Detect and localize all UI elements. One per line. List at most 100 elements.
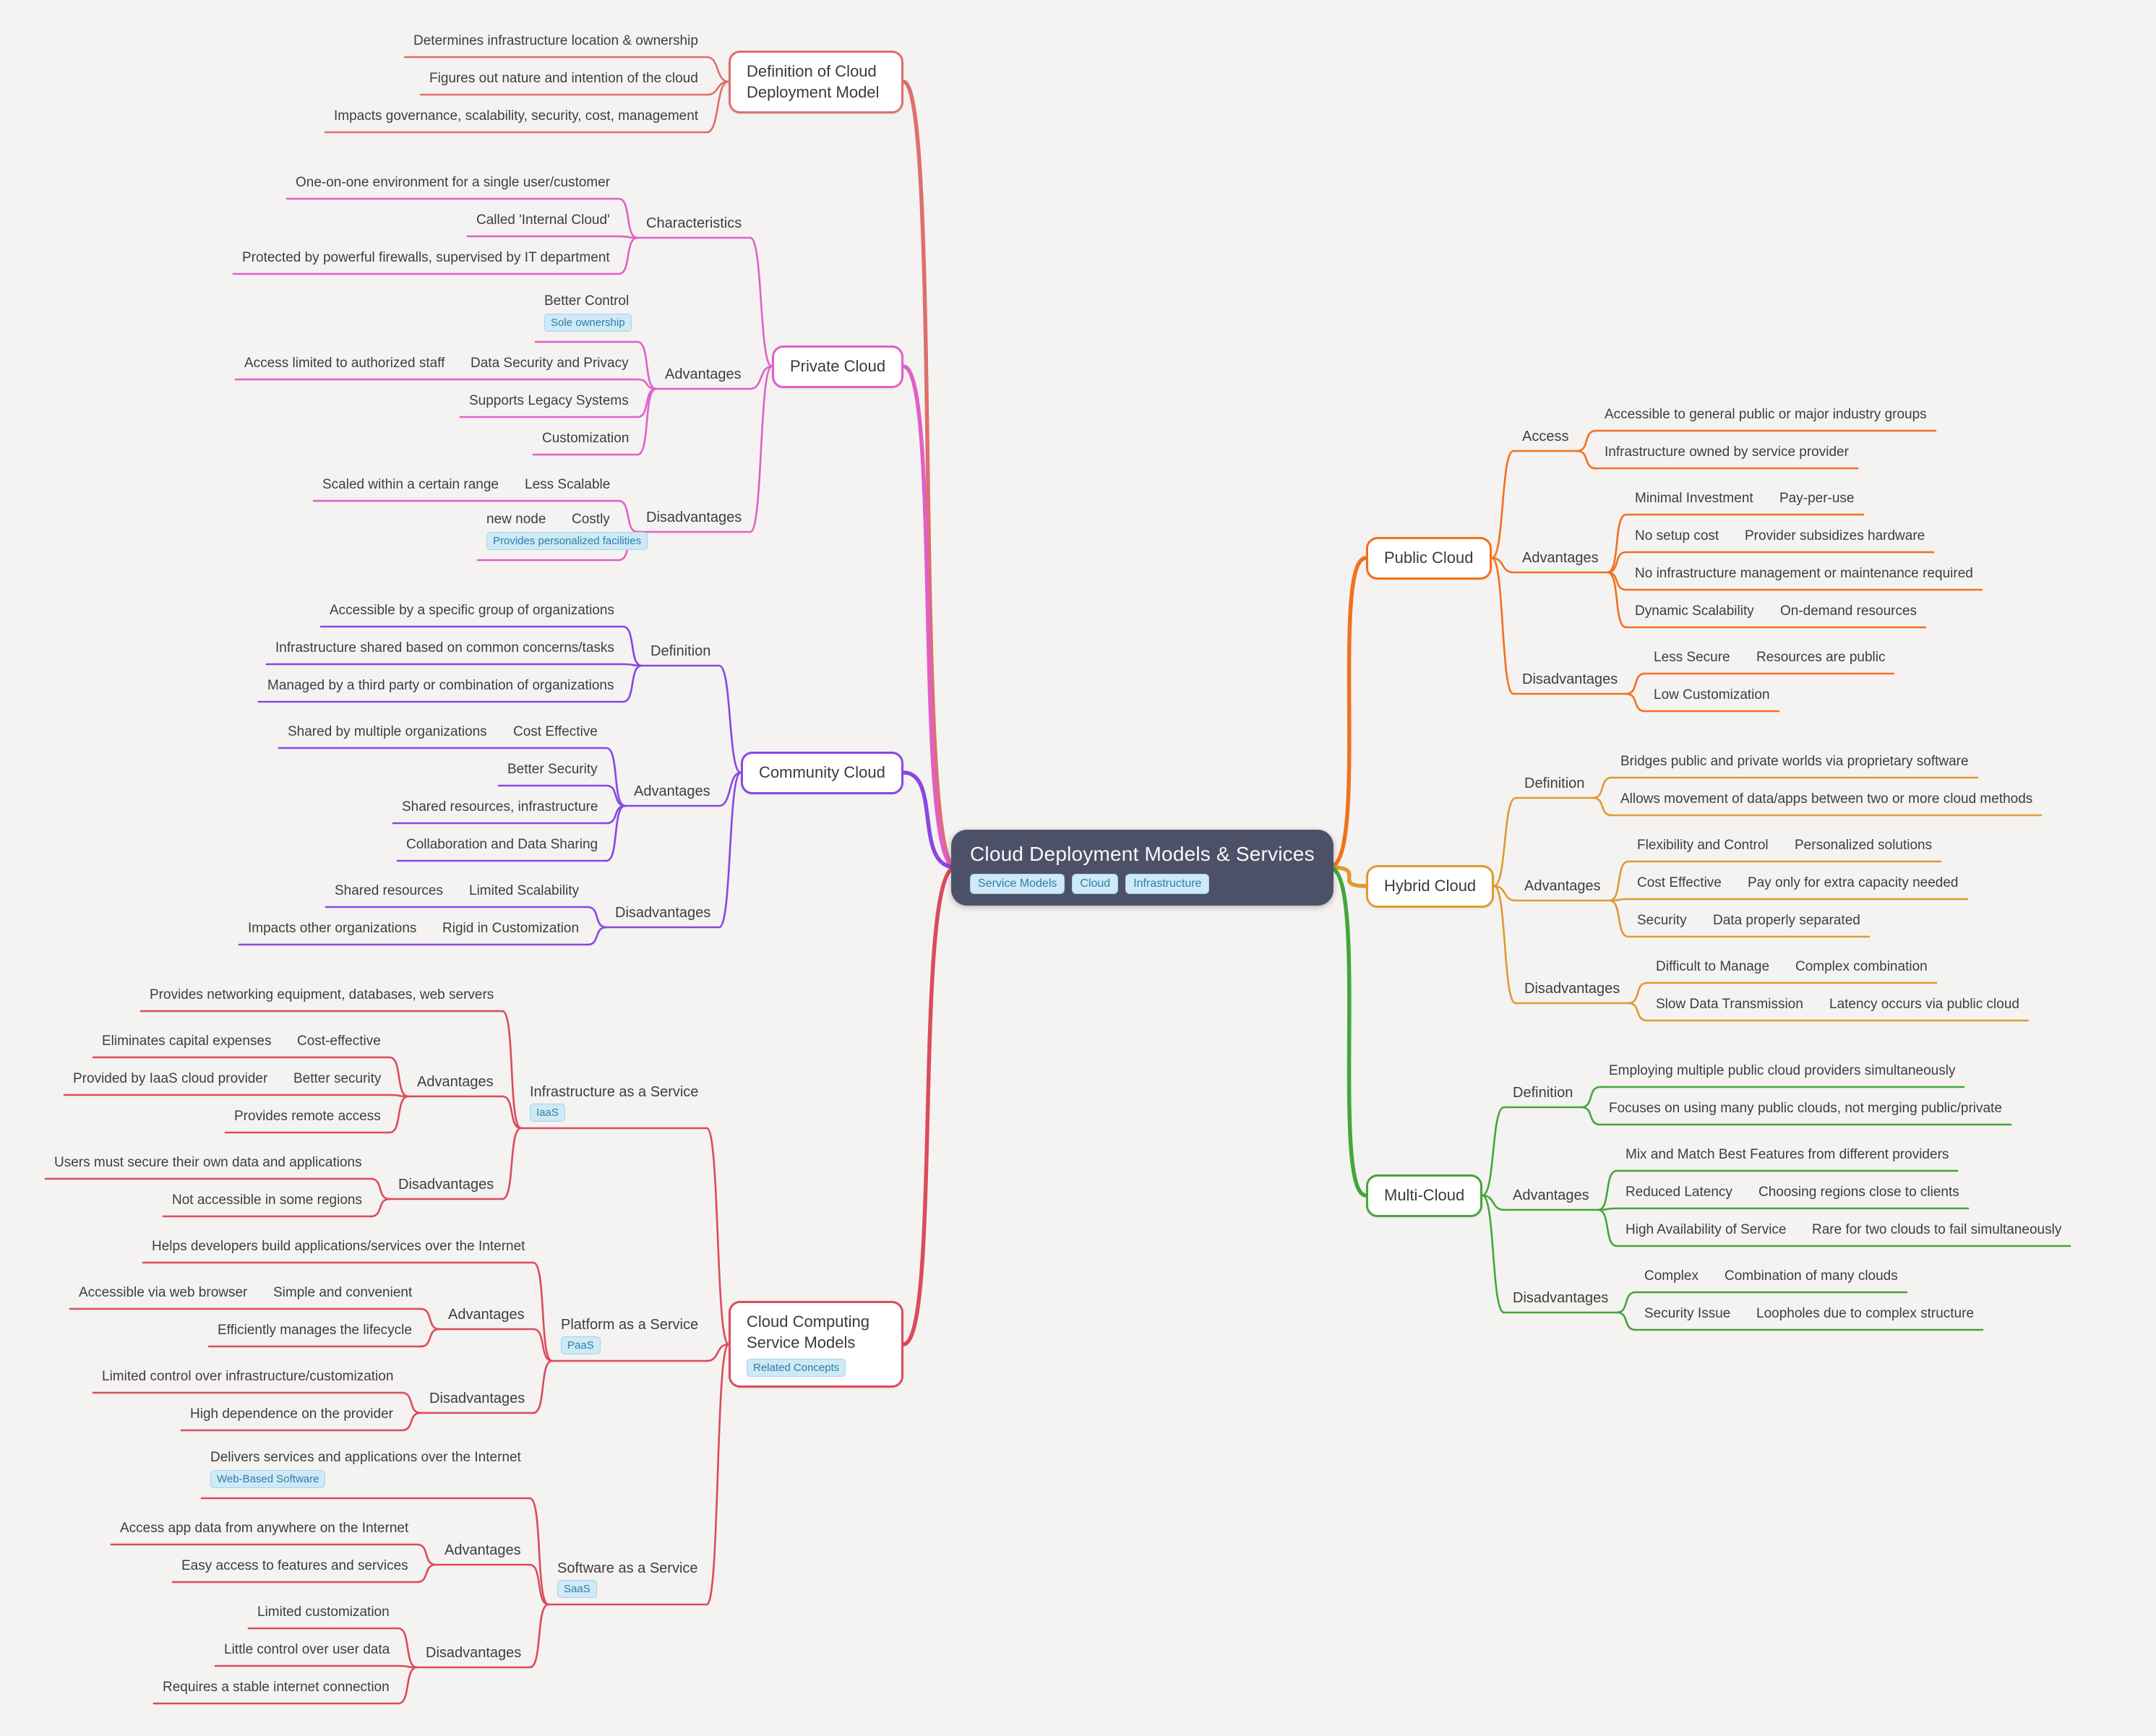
leaf-label[interactable]: Not accessible in some regions: [172, 1193, 362, 1208]
leaf-label[interactable]: Accessible to general public or major in…: [1605, 407, 1927, 422]
group-label[interactable]: Software as a Service: [557, 1560, 698, 1576]
leaf-detail[interactable]: Combination of many clouds: [1725, 1268, 1898, 1284]
leaf-label[interactable]: Provides networking equipment, databases…: [150, 987, 494, 1002]
leaf-detail[interactable]: Scaled within a certain range: [322, 477, 499, 492]
group-label[interactable]: Definition: [650, 643, 711, 659]
leaf-label[interactable]: Easy access to features and services: [181, 1558, 408, 1573]
leaf-label[interactable]: Limited customization: [257, 1604, 390, 1620]
leaf-label[interactable]: Infrastructure shared based on common co…: [275, 640, 614, 656]
leaf-label[interactable]: Rigid in Customization: [442, 921, 580, 936]
group-label[interactable]: Disadvantages: [1513, 1290, 1609, 1306]
leaf-label[interactable]: Difficult to Manage: [1656, 959, 1770, 974]
group-label[interactable]: Platform as a Service: [561, 1317, 699, 1333]
leaf-label[interactable]: Security Issue: [1644, 1306, 1731, 1321]
branch-node[interactable]: Community Cloud: [741, 752, 903, 794]
leaf-label[interactable]: Access app data from anywhere on the Int…: [120, 1521, 409, 1536]
leaf-label[interactable]: Flexibility and Control: [1637, 838, 1769, 853]
leaf-detail[interactable]: Provider subsidizes hardware: [1745, 528, 1925, 543]
leaf-detail[interactable]: Personalized solutions: [1795, 838, 1933, 853]
leaf-detail[interactable]: Resources are public: [1756, 650, 1886, 665]
leaf-label[interactable]: Better Control: [544, 293, 630, 309]
leaf-detail[interactable]: Accessible via web browser: [79, 1285, 248, 1300]
leaf-detail[interactable]: new node: [486, 512, 546, 527]
leaf-label[interactable]: Cost-effective: [297, 1034, 381, 1049]
leaf-label[interactable]: Reduced Latency: [1625, 1185, 1732, 1200]
leaf-label[interactable]: Less Scalable: [525, 477, 611, 492]
group-label[interactable]: Infrastructure as a Service: [530, 1084, 699, 1100]
group-label[interactable]: Disadvantages: [429, 1391, 525, 1406]
group-label[interactable]: Advantages: [417, 1074, 494, 1090]
group-label[interactable]: Definition: [1524, 775, 1585, 791]
leaf-label[interactable]: Impacts governance, scalability, securit…: [334, 108, 699, 124]
leaf-detail[interactable]: Shared resources: [335, 883, 443, 898]
leaf-label[interactable]: Complex: [1644, 1268, 1698, 1284]
group-label[interactable]: Advantages: [1513, 1187, 1589, 1203]
leaf-label[interactable]: Minimal Investment: [1635, 491, 1753, 506]
group-label[interactable]: Access: [1522, 429, 1569, 444]
leaf-label[interactable]: Cost Effective: [1637, 875, 1722, 890]
group-label[interactable]: Disadvantages: [1524, 981, 1620, 997]
leaf-label[interactable]: Shared resources, infrastructure: [402, 799, 598, 815]
branch-node[interactable]: Multi-Cloud: [1366, 1174, 1483, 1217]
branch-node[interactable]: Private Cloud: [772, 345, 904, 388]
group-label[interactable]: Advantages: [448, 1307, 525, 1323]
leaf-label[interactable]: Better Security: [507, 762, 598, 777]
leaf-label[interactable]: One-on-one environment for a single user…: [296, 175, 611, 190]
leaf-detail[interactable]: Impacts other organizations: [248, 921, 417, 936]
leaf-label[interactable]: Less Secure: [1654, 650, 1730, 665]
leaf-label[interactable]: High dependence on the provider: [190, 1406, 393, 1422]
leaf-label[interactable]: Limited control over infrastructure/cust…: [102, 1369, 394, 1384]
leaf-label[interactable]: Called 'Internal Cloud': [476, 212, 610, 228]
leaf-label[interactable]: Protected by powerful firewalls, supervi…: [242, 250, 610, 265]
group-label[interactable]: Advantages: [634, 783, 710, 799]
leaf-label[interactable]: Determines infrastructure location & own…: [413, 33, 698, 48]
group-label[interactable]: Disadvantages: [426, 1645, 522, 1661]
leaf-label[interactable]: Mix and Match Best Features from differe…: [1625, 1147, 1949, 1162]
leaf-detail[interactable]: Rare for two clouds to fail simultaneous…: [1812, 1222, 2062, 1237]
group-label[interactable]: Advantages: [1524, 878, 1601, 894]
group-label[interactable]: Disadvantages: [615, 905, 711, 921]
leaf-detail[interactable]: Pay-per-use: [1779, 491, 1855, 506]
central-topic[interactable]: Cloud Deployment Models & Services Servi…: [951, 830, 1333, 906]
leaf-label[interactable]: Users must secure their own data and app…: [54, 1155, 362, 1170]
leaf-label[interactable]: Employing multiple public cloud provider…: [1609, 1063, 1956, 1078]
leaf-label[interactable]: Limited Scalability: [469, 883, 580, 898]
leaf-label[interactable]: Collaboration and Data Sharing: [406, 837, 598, 852]
leaf-label[interactable]: Focuses on using many public clouds, not…: [1609, 1101, 2002, 1116]
leaf-label[interactable]: Simple and convenient: [273, 1285, 413, 1300]
leaf-detail[interactable]: Data properly separated: [1713, 913, 1860, 928]
branch-node[interactable]: Definition of Cloud Deployment Model: [729, 51, 903, 114]
group-label[interactable]: Advantages: [1522, 550, 1599, 566]
leaf-detail[interactable]: Shared by multiple organizations: [288, 724, 487, 739]
leaf-label[interactable]: Delivers services and applications over …: [210, 1450, 521, 1465]
leaf-label[interactable]: Infrastructure owned by service provider: [1605, 444, 1849, 460]
leaf-detail[interactable]: Latency occurs via public cloud: [1829, 997, 2019, 1012]
leaf-label[interactable]: No infrastructure management or maintena…: [1635, 566, 1973, 581]
leaf-label[interactable]: Supports Legacy Systems: [469, 393, 629, 408]
group-label[interactable]: Disadvantages: [398, 1177, 494, 1193]
leaf-detail[interactable]: Provided by IaaS cloud provider: [73, 1071, 268, 1086]
leaf-detail[interactable]: Loopholes due to complex structure: [1756, 1306, 1975, 1321]
leaf-detail[interactable]: Eliminates capital expenses: [102, 1034, 272, 1049]
leaf-detail[interactable]: Complex combination: [1795, 959, 1928, 974]
leaf-label[interactable]: Managed by a third party or combination …: [267, 678, 614, 693]
leaf-label[interactable]: Security: [1637, 913, 1687, 928]
group-label[interactable]: Definition: [1513, 1085, 1573, 1101]
group-label[interactable]: Advantages: [444, 1542, 521, 1558]
leaf-label[interactable]: Accessible by a specific group of organi…: [330, 603, 614, 618]
leaf-label[interactable]: Slow Data Transmission: [1656, 997, 1803, 1012]
leaf-label[interactable]: Bridges public and private worlds via pr…: [1620, 754, 1969, 769]
leaf-label[interactable]: Efficiently manages the lifecycle: [218, 1323, 412, 1338]
group-label[interactable]: Disadvantages: [646, 510, 742, 525]
leaf-label[interactable]: Dynamic Scalability: [1635, 603, 1754, 619]
leaf-label[interactable]: Requires a stable internet connection: [163, 1680, 390, 1695]
leaf-detail[interactable]: Pay only for extra capacity needed: [1748, 875, 1959, 890]
branch-node[interactable]: Public Cloud: [1366, 537, 1492, 580]
leaf-label[interactable]: Cost Effective: [513, 724, 598, 739]
group-label[interactable]: Characteristics: [646, 215, 742, 231]
leaf-label[interactable]: Provides remote access: [234, 1109, 381, 1124]
leaf-label[interactable]: No setup cost: [1635, 528, 1719, 543]
leaf-detail[interactable]: On-demand resources: [1780, 603, 1917, 619]
group-label[interactable]: Advantages: [665, 366, 742, 382]
